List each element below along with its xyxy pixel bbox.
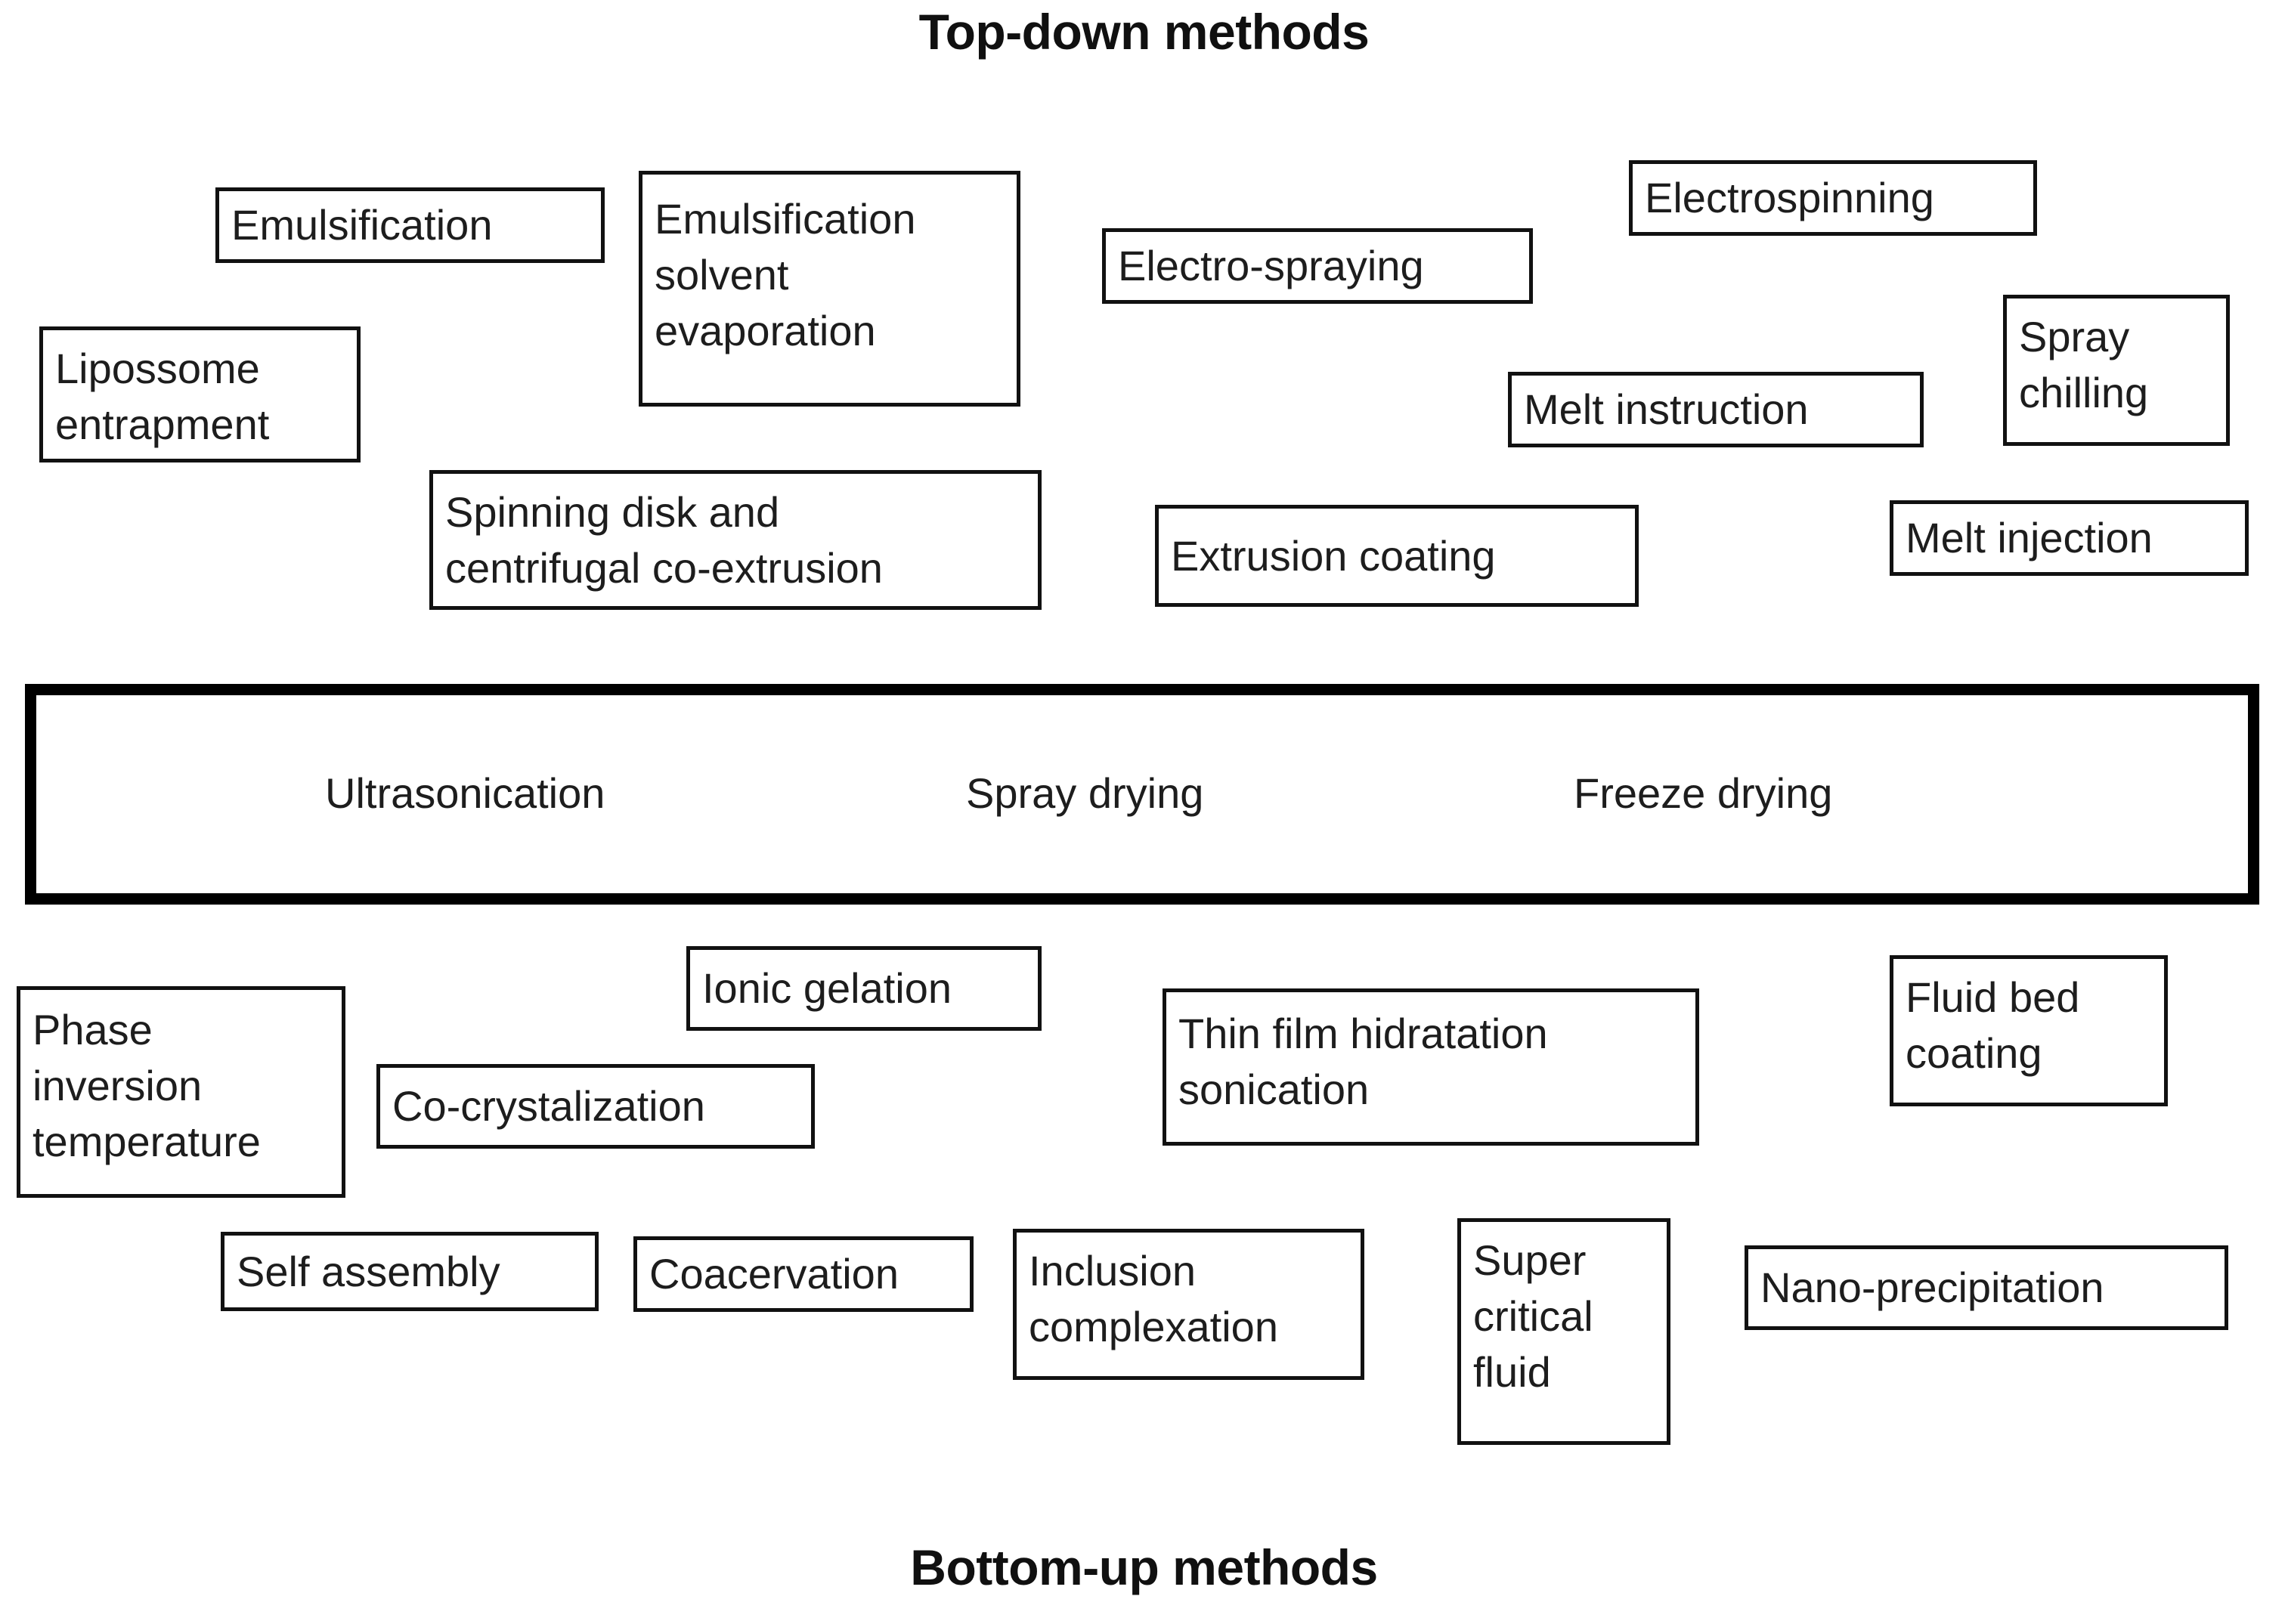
method-label: Melt injection [1906, 514, 2153, 562]
method-box-melt-injection: Melt injection [1890, 500, 2249, 576]
method-label: Emulsification [231, 201, 493, 249]
method-label: Spray chilling [2019, 313, 2149, 416]
method-box-coacervation: Coacervation [633, 1236, 974, 1312]
method-box-nano-precipitation: Nano-precipitation [1745, 1245, 2228, 1330]
method-box-inclusion-complexation: Inclusion complexation [1013, 1229, 1364, 1380]
method-label: Electrospinning [1645, 174, 1934, 222]
shared-methods-band [25, 684, 2259, 905]
method-label: Lipossome entrapment [55, 345, 270, 448]
band-item-label: Spray drying [966, 769, 1204, 817]
method-label: Phase inversion temperature [33, 1006, 261, 1165]
method-box-thin-film-hidratation-sonication: Thin film hidratation sonication [1163, 988, 1699, 1146]
method-label: Electro-spraying [1118, 242, 1424, 290]
method-label: Nano-precipitation [1760, 1264, 2104, 1312]
method-box-spinning-disk-centrifugal-co-extrusion: Spinning disk and centrifugal co-extrusi… [429, 470, 1042, 610]
band-item-label: Freeze drying [1574, 769, 1833, 817]
method-label: Super critical fluid [1473, 1236, 1593, 1396]
method-box-ionic-gelation: Ionic gelation [686, 946, 1042, 1031]
method-box-emulsification-solvent-evaporation: Emulsification solvent evaporation [639, 171, 1020, 407]
method-box-fluid-bed-coating: Fluid bed coating [1890, 955, 2168, 1106]
method-label: Ionic gelation [702, 964, 952, 1013]
method-box-electrospinning: Electrospinning [1629, 160, 2037, 236]
method-label: Emulsification solvent evaporation [655, 195, 916, 354]
method-box-phase-inversion-temperature: Phase inversion temperature [17, 986, 345, 1198]
method-box-electro-spraying: Electro-spraying [1102, 228, 1533, 304]
method-box-emulsification: Emulsification [215, 187, 605, 263]
method-box-co-crystalization: Co-crystalization [376, 1064, 815, 1149]
band-item-label: Ultrasonication [325, 769, 605, 817]
method-label: Self assembly [237, 1247, 500, 1295]
band-item-ultrasonication: Ultrasonication [325, 772, 605, 815]
method-label: Coacervation [649, 1250, 899, 1298]
method-box-self-assembly: Self assembly [221, 1232, 599, 1311]
method-label: Extrusion coating [1171, 531, 1496, 580]
method-box-spray-chilling: Spray chilling [2003, 295, 2230, 446]
method-label: Inclusion complexation [1029, 1247, 1278, 1350]
band-item-freeze-drying: Freeze drying [1574, 772, 1832, 815]
top-down-methods-title: Top-down methods [918, 4, 1370, 60]
method-label: Fluid bed coating [1906, 973, 2080, 1077]
method-box-extrusion-coating: Extrusion coating [1155, 505, 1639, 607]
method-box-super-critical-fluid: Super critical fluid [1457, 1218, 1670, 1445]
method-label: Spinning disk and centrifugal co-extrusi… [445, 488, 883, 592]
band-item-spray-drying: Spray drying [966, 772, 1203, 815]
bottom-up-methods-title: Bottom-up methods [910, 1539, 1378, 1595]
method-box-lipossome-entrapment: Lipossome entrapment [39, 326, 361, 462]
method-box-melt-instruction: Melt instruction [1508, 372, 1924, 447]
method-label: Melt instruction [1524, 385, 1809, 434]
method-label: Co-crystalization [392, 1082, 705, 1131]
method-label: Thin film hidratation sonication [1178, 1010, 1548, 1113]
